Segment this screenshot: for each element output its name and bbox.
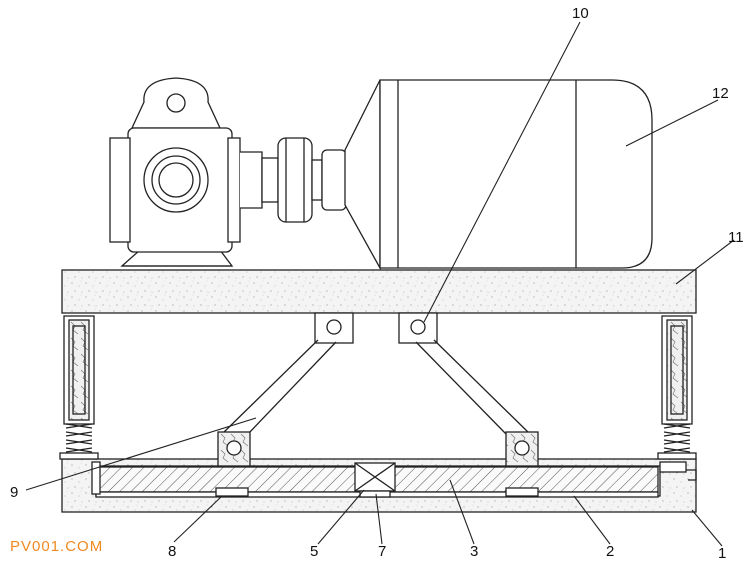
center-fitting (354, 462, 396, 498)
label-1: 1 (718, 545, 726, 562)
label-9: 9 (10, 484, 18, 501)
label-2: 2 (606, 543, 614, 560)
label-10: 10 (572, 5, 589, 22)
watermark-text: PV001.COM (10, 538, 104, 555)
leader-lines (25, 21, 735, 547)
platform-board (61, 269, 697, 314)
motor (344, 79, 653, 271)
label-3: 3 (470, 543, 478, 560)
label-12: 12 (712, 85, 729, 102)
label-5: 5 (310, 543, 318, 560)
mount-pad-right (505, 487, 539, 497)
rail-end-right (659, 461, 697, 481)
pump (109, 77, 347, 267)
rail-end-left (91, 461, 101, 495)
label-7: 7 (378, 543, 386, 560)
damper-right (657, 315, 697, 460)
mount-pad-left (215, 487, 249, 497)
label-11: 11 (728, 229, 744, 246)
damper-left (59, 315, 99, 460)
linkage (217, 312, 539, 467)
label-8: 8 (168, 543, 176, 560)
part-labels: 10 12 11 9 8 5 7 3 2 1 (10, 5, 744, 562)
